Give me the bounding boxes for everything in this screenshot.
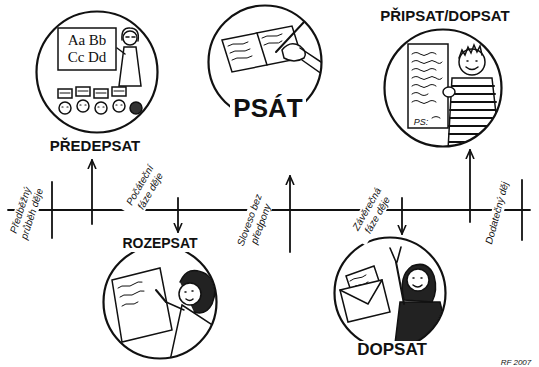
pupil-eyes	[62, 105, 122, 107]
teacher-glasses	[126, 36, 135, 38]
teacher-head	[123, 31, 137, 45]
pupil-scribble	[60, 91, 124, 93]
handwriting	[432, 117, 440, 119]
verb-circle: PSÁT	[207, 4, 323, 120]
letter-sheet	[408, 44, 448, 128]
verb-label: ROZEPSAT	[119, 236, 200, 251]
hand	[282, 44, 305, 61]
axis-label: Počáteční fáze děje	[120, 156, 170, 219]
phase-arrow	[91, 160, 93, 224]
board-text: Aa Bb Cc Dd	[60, 32, 114, 67]
circle-outline	[104, 246, 217, 359]
girl-body	[168, 305, 232, 367]
verb-label: PŘEDEPSAT	[47, 138, 144, 155]
handwriting	[228, 34, 282, 60]
boy-hair	[459, 45, 482, 58]
verb-label: PŘIPSAT/DOPSAT	[377, 8, 512, 25]
verb-label-box: PŘEDEPSAT	[47, 138, 144, 155]
girl-face	[413, 278, 422, 287]
handwriting	[118, 282, 144, 306]
verb-label-box: ROZEPSAT	[119, 236, 200, 251]
axis-label: Sloveso bez předpony	[233, 186, 278, 258]
boy-face	[466, 61, 478, 70]
phase-arrow	[469, 150, 471, 222]
signature: RF 2007	[499, 358, 534, 367]
circle-outline	[333, 236, 447, 350]
envelope	[340, 280, 390, 322]
phase-arrow	[177, 198, 179, 232]
circle-outline	[383, 28, 503, 148]
circle-outline	[102, 244, 218, 360]
girl-face	[185, 291, 193, 301]
teacher-hair	[122, 28, 138, 41]
verb-circle: PŘEDEPSAT	[35, 10, 159, 134]
pupil-head	[59, 102, 71, 114]
verb-label-box: PŘIPSAT/DOPSAT	[377, 8, 512, 25]
axis-tick	[51, 182, 53, 238]
writing-scene	[222, 22, 324, 74]
pupil-head	[113, 100, 125, 112]
circle-outline	[335, 238, 446, 349]
victory-fingers	[390, 247, 401, 262]
axis-label: Dodatečný děj	[483, 179, 512, 248]
girl-arm	[396, 262, 404, 304]
pen	[156, 290, 166, 302]
axis-label: Předběžný průběh děje	[5, 176, 48, 248]
girl-head	[407, 269, 429, 291]
girl-arm	[166, 302, 184, 310]
envelope-flap	[340, 280, 382, 304]
verb-label: DOPSAT	[354, 341, 430, 360]
girl-hair	[402, 264, 435, 302]
circle-outline	[385, 30, 502, 147]
verb-circle: ROZEPSAT	[102, 244, 218, 360]
handwriting	[412, 53, 442, 104]
verb-label-box: PSÁT	[230, 94, 305, 123]
boy-body	[448, 78, 500, 150]
letter-postscript: PS:	[412, 117, 431, 127]
boy-scene	[408, 44, 500, 150]
circle-outline	[35, 10, 159, 134]
pupil-head	[130, 102, 142, 114]
verb-circle: DOPSAT	[333, 236, 447, 350]
shirt-stripes	[449, 86, 499, 142]
teacher-arm	[117, 48, 125, 54]
circle-outline	[37, 12, 158, 133]
girl-head	[179, 283, 201, 305]
phase-arrow	[401, 198, 403, 234]
teacher-scene	[58, 28, 142, 114]
hand	[443, 87, 455, 97]
blackboard	[58, 28, 116, 70]
pupil-head	[77, 100, 89, 112]
axis-tick	[521, 180, 523, 240]
letter-sheet	[112, 268, 172, 342]
pupil-head	[95, 102, 107, 114]
verb-label-box: DOPSAT	[354, 341, 430, 360]
axis-label: Závěrečná fáze děje	[346, 179, 398, 246]
phase-arrow	[289, 176, 291, 252]
verb-label: PSÁT	[230, 94, 305, 123]
verb-circle: PŘIPSAT/DOPSAT	[383, 28, 503, 148]
